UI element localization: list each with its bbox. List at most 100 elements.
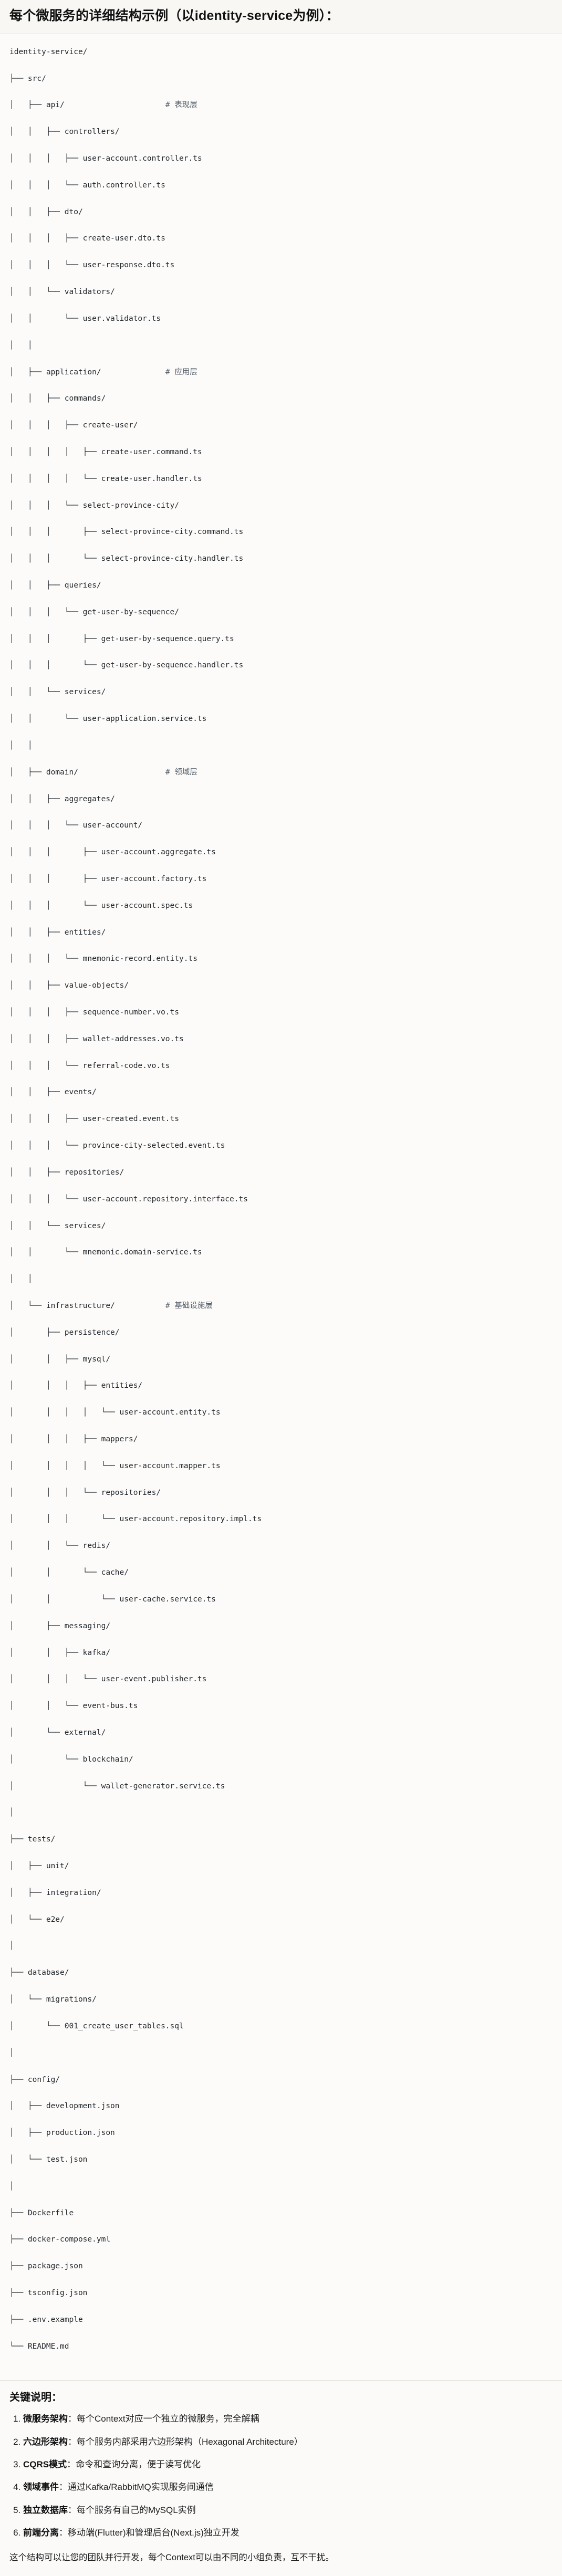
tree-line: │ │ │ └── user-event.publisher.ts bbox=[9, 1673, 553, 1686]
tree-line-path: │ ├── application/ bbox=[9, 368, 101, 376]
tree-line: ├── package.json bbox=[9, 2260, 553, 2273]
tree-line: │ └── test.json bbox=[9, 2153, 553, 2166]
tree-line-path: │ └── blockchain/ bbox=[9, 1755, 133, 1764]
tree-line-path: │ │ │ └── user-response.dto.ts bbox=[9, 261, 175, 270]
tree-line-path: │ │ │ └── select-province-city.handler.t… bbox=[9, 554, 244, 563]
tree-line-path: │ │ │ └── user-event.publisher.ts bbox=[9, 1675, 207, 1684]
key-point-term: 六边形架构 bbox=[23, 2436, 68, 2447]
tree-line: │ │ │ └── user-response.dto.ts bbox=[9, 259, 553, 272]
key-point-separator: ： bbox=[68, 2505, 77, 2515]
tree-line-path: │ │ │ └── user-account.spec.ts bbox=[9, 901, 193, 910]
key-point-item: 六边形架构：每个服务内部采用六边形架构（Hexagonal Architectu… bbox=[23, 2435, 553, 2449]
tree-line: ├── Dockerfile bbox=[9, 2207, 553, 2220]
key-point-separator: ： bbox=[59, 2482, 68, 2493]
tree-line-path: │ └── test.json bbox=[9, 2155, 88, 2164]
document-header: 每个微服务的详细结构示例（以identity-service为例）： bbox=[0, 0, 562, 34]
tree-line: │ │ ├── repositories/ bbox=[9, 1166, 553, 1179]
tree-line: │ │ └── user-application.service.ts bbox=[9, 713, 553, 726]
tree-line-comment: # 应用层 bbox=[165, 368, 197, 376]
tree-line: │ └── external/ bbox=[9, 1726, 553, 1740]
tree-line: │ │ │ ├── user-account.factory.ts bbox=[9, 873, 553, 886]
closing-note: 这个结构可以让您的团队并行开发，每个Context可以由不同的小组负责，互不干扰… bbox=[9, 2552, 334, 2562]
tree-line-path: │ bbox=[9, 2182, 14, 2191]
tree-line: │ │ │ ├── create-user.dto.ts bbox=[9, 232, 553, 245]
tree-line-path: │ └── external/ bbox=[9, 1728, 106, 1737]
tree-line: │ ├── persistence/ bbox=[9, 1326, 553, 1339]
tree-line-path: │ │ └── user.validator.ts bbox=[9, 314, 161, 323]
tree-line: │ │ │ ├── user-account.aggregate.ts bbox=[9, 846, 553, 859]
key-points-list: 微服务架构：每个Context对应一个独立的微服务，完全解耦六边形架构：每个服务… bbox=[9, 2412, 553, 2540]
tree-line: │ │ │ │ ├── create-user.command.ts bbox=[9, 446, 553, 459]
tree-line-path: │ └── e2e/ bbox=[9, 1915, 65, 1924]
tree-line-path: │ │ │ └── select-province-city/ bbox=[9, 501, 180, 510]
tree-line: │ ├── production.json bbox=[9, 2127, 553, 2140]
tree-line-spacer bbox=[65, 101, 165, 109]
tree-line: │ │ │ ├── create-user/ bbox=[9, 419, 553, 432]
tree-line-path: │ ├── production.json bbox=[9, 2129, 115, 2138]
key-point-text: 每个服务内部采用六边形架构（Hexagonal Architecture） bbox=[77, 2436, 303, 2447]
tree-line-path: ├── src/ bbox=[9, 74, 46, 83]
tree-line: │ │ ├── aggregates/ bbox=[9, 793, 553, 806]
tree-line-path: │ │ │ └── province-city-selected.event.t… bbox=[9, 1142, 225, 1150]
directory-tree: identity-service/ ├── src/ │ ├── api/ # … bbox=[9, 46, 553, 2367]
tree-line-comment: # 领域层 bbox=[165, 768, 197, 777]
tree-line: ├── tsconfig.json bbox=[9, 2287, 553, 2300]
tree-line: │ │ │ ├── select-province-city.command.t… bbox=[9, 526, 553, 539]
tree-line: │ │ ├── events/ bbox=[9, 1086, 553, 1099]
tree-line-path: │ ├── domain/ bbox=[9, 768, 78, 777]
tree-line: ├── tests/ bbox=[9, 1833, 553, 1846]
tree-line-path: ├── Dockerfile bbox=[9, 2208, 74, 2217]
tree-line: │ │ ├── kafka/ bbox=[9, 1647, 553, 1660]
key-point-separator: ： bbox=[68, 2436, 77, 2447]
tree-line-path: │ │ └── mnemonic.domain-service.ts bbox=[9, 1248, 202, 1257]
key-points-section: 关键说明： 微服务架构：每个Context对应一个独立的微服务，完全解耦六边形架… bbox=[0, 2380, 562, 2576]
tree-line-spacer bbox=[101, 368, 165, 376]
tree-line-path: │ │ │ ├── mappers/ bbox=[9, 1435, 138, 1443]
key-point-term: 独立数据库 bbox=[23, 2505, 68, 2515]
tree-line-path: │ │ └── user-cache.service.ts bbox=[9, 1595, 216, 1604]
tree-line-path: │ │ ├── dto/ bbox=[9, 207, 83, 216]
tree-line-path: │ │ │ ├── create-user.dto.ts bbox=[9, 234, 165, 243]
tree-line: │ │ │ └── get-user-by-sequence.handler.t… bbox=[9, 659, 553, 672]
tree-line-path: ├── config/ bbox=[9, 2075, 60, 2084]
tree-line-path: │ │ │ ├── user-account.factory.ts bbox=[9, 874, 207, 883]
tree-line-path: │ │ ├── controllers/ bbox=[9, 128, 120, 137]
key-point-item: 领域事件：通过Kafka/RabbitMQ实现服务间通信 bbox=[23, 2480, 553, 2494]
tree-line-path: │ │ │ ├── select-province-city.command.t… bbox=[9, 528, 244, 537]
key-point-separator: ： bbox=[59, 2528, 68, 2538]
tree-line-comment: # 表现层 bbox=[165, 101, 197, 110]
tree-line: │ bbox=[9, 2180, 553, 2193]
tree-line-path: │ ├── persistence/ bbox=[9, 1328, 120, 1337]
tree-line-path: │ │ └── services/ bbox=[9, 1221, 106, 1230]
tree-line-path: │ └── wallet-generator.service.ts bbox=[9, 1782, 225, 1790]
key-points-title: 关键说明： bbox=[9, 2392, 62, 2404]
tree-line: │ └── wallet-generator.service.ts bbox=[9, 1780, 553, 1793]
tree-line: │ │ ├── queries/ bbox=[9, 579, 553, 592]
tree-line-path: │ │ └── event-bus.ts bbox=[9, 1702, 138, 1711]
tree-line: │ │ │ ├── wallet-addresses.vo.ts bbox=[9, 1033, 553, 1046]
tree-line-path: │ │ │ │ ├── create-user.command.ts bbox=[9, 447, 202, 456]
tree-line: │ │ │ └── province-city-selected.event.t… bbox=[9, 1139, 553, 1153]
tree-line: │ │ └── user.validator.ts bbox=[9, 312, 553, 326]
tree-line: │ │ │ └── user-account.repository.interf… bbox=[9, 1193, 553, 1206]
tree-line: ├── database/ bbox=[9, 1966, 553, 1980]
tree-line: │ │ │ ├── get-user-by-sequence.query.ts bbox=[9, 633, 553, 646]
tree-line-path: │ └── 001_create_user_tables.sql bbox=[9, 2022, 184, 2030]
tree-line: │ bbox=[9, 2047, 553, 2060]
tree-line: │ └── blockchain/ bbox=[9, 1753, 553, 1766]
tree-line-path: │ │ └── user-application.service.ts bbox=[9, 715, 207, 724]
page-title: 每个微服务的详细结构示例（以identity-service为例）： bbox=[9, 8, 339, 23]
directory-tree-block: identity-service/ ├── src/ │ ├── api/ # … bbox=[0, 34, 562, 2381]
tree-line-path: │ │ bbox=[9, 341, 33, 350]
tree-line-path: │ │ │ └── auth.controller.ts bbox=[9, 181, 165, 190]
tree-line: │ │ bbox=[9, 339, 553, 352]
tree-line-path: │ │ ├── kafka/ bbox=[9, 1648, 111, 1657]
tree-line: │ ├── domain/ # 领域层 bbox=[9, 766, 553, 779]
key-point-text: 每个Context对应一个独立的微服务，完全解耦 bbox=[77, 2414, 259, 2424]
tree-line: │ └── migrations/ bbox=[9, 1993, 553, 2006]
tree-line-path: │ │ └── cache/ bbox=[9, 1568, 129, 1577]
tree-line-path: │ │ │ ├── entities/ bbox=[9, 1381, 143, 1390]
key-point-item: 微服务架构：每个Context对应一个独立的微服务，完全解耦 bbox=[23, 2412, 553, 2426]
tree-line: │ │ │ └── auth.controller.ts bbox=[9, 179, 553, 192]
tree-line-path: │ │ ├── aggregates/ bbox=[9, 794, 115, 803]
